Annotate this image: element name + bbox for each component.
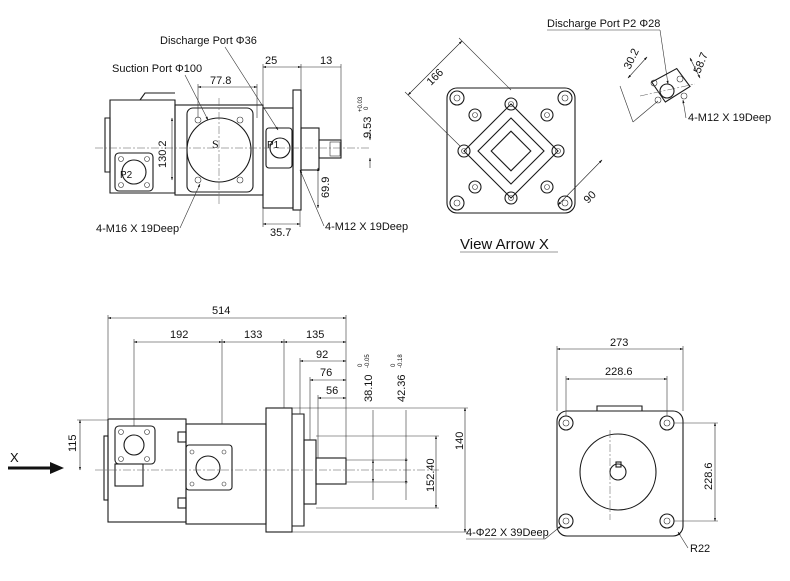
- dim-69-9: 69.9: [320, 177, 332, 198]
- dim-166: 166: [425, 67, 446, 88]
- dim-152-40: 152.40: [425, 458, 437, 492]
- dim-25: 25: [265, 55, 277, 67]
- dim-140: 140: [454, 432, 466, 450]
- dim-76: 76: [320, 367, 332, 379]
- x-direction-arrow: X: [8, 450, 64, 474]
- p1-port-label: P1: [267, 140, 280, 151]
- dim-273: 273: [610, 337, 628, 349]
- top-view-dimensions: 77.8 25 13 130.2 9.53 +0.03 0 69.9 35.7: [157, 55, 374, 239]
- mount-holes-callout: 4-Φ22 X 39Deep: [466, 527, 549, 539]
- suction-port-label: S: [212, 137, 219, 151]
- view-arrow-x-title: View Arrow X: [460, 236, 549, 253]
- side-view-dimensions: 514 192 133 135 92 76 56 115 38.10 0 -0.…: [67, 305, 468, 533]
- dim-42-36-tol-dn: -0.18: [398, 354, 404, 368]
- dim-92: 92: [316, 349, 328, 361]
- dim-228-6-v: 228.6: [703, 462, 715, 490]
- suction-port-callout: Suction Port Φ100: [112, 63, 202, 75]
- discharge-port-p2-callout: Discharge Port P2 Φ28: [547, 18, 660, 30]
- dim-90: 90: [582, 189, 599, 206]
- pump-side-view: [95, 407, 440, 533]
- m12-holes-p2-callout: 4-M12 X 19Deep: [688, 112, 771, 124]
- x-label: X: [10, 450, 19, 465]
- dim-58-7: 58.7: [692, 51, 711, 75]
- dim-77-8: 77.8: [210, 75, 231, 87]
- p2-port-label: P2: [120, 170, 133, 181]
- dim-42-36-tol-up: 0: [391, 363, 397, 367]
- dim-135: 135: [306, 329, 324, 341]
- dim-30-2: 30.2: [622, 47, 642, 71]
- dim-514: 514: [212, 305, 230, 317]
- dim-130-2: 130.2: [157, 140, 169, 168]
- dim-9-53-tol-dn: 0: [364, 106, 370, 110]
- p2-port-detail: Discharge Port P2 Φ28 30.2 58.7 4-M12 X …: [547, 18, 771, 124]
- m16-holes-callout: 4-M16 X 19Deep: [96, 223, 179, 235]
- m12-holes-callout: 4-M12 X 19Deep: [325, 221, 408, 233]
- dim-228-6-h: 228.6: [605, 366, 633, 378]
- dim-38-10: 38.10: [363, 374, 375, 402]
- dim-115: 115: [67, 434, 79, 452]
- dim-192: 192: [170, 329, 188, 341]
- corner-radius-callout: R22: [690, 543, 710, 555]
- dim-38-10-tol-dn: -0.05: [365, 354, 371, 368]
- end-view-dimensions: 273 228.6 228.6 4-Φ22 X 39Deep R22: [466, 337, 718, 555]
- discharge-port-callout: Discharge Port Φ36: [160, 35, 257, 47]
- view-arrow-x: 166 90 View Arrow X: [404, 37, 603, 253]
- dim-56: 56: [326, 385, 338, 397]
- dim-35-7: 35.7: [270, 227, 291, 239]
- dim-13: 13: [320, 55, 332, 67]
- dim-9-53-tol-up: +0.03: [358, 96, 364, 112]
- dim-133: 133: [244, 329, 262, 341]
- pump-end-view: [556, 405, 684, 537]
- pump-top-view: P2 S P1: [95, 89, 370, 211]
- dim-42-36: 42.36: [396, 374, 408, 402]
- dim-38-10-tol-up: 0: [358, 363, 364, 367]
- dim-9-53: 9.53: [362, 117, 374, 138]
- top-view-callouts: Discharge Port Φ36 Suction Port Φ100 4-M…: [96, 35, 408, 235]
